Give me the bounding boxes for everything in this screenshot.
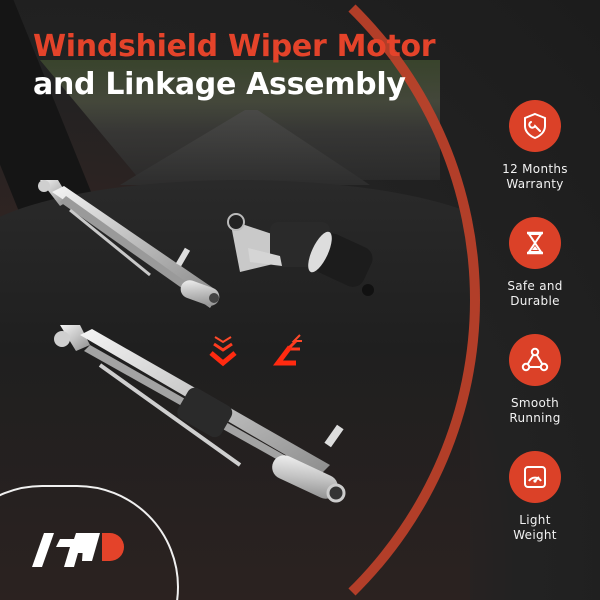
feature-smooth-running: Smooth Running bbox=[488, 334, 582, 451]
chevrons-down-icon bbox=[209, 336, 237, 367]
feature-label-line2: Running bbox=[509, 411, 561, 425]
brand-logo bbox=[32, 533, 124, 567]
wiper-motor-image bbox=[227, 213, 374, 296]
feature-label-line2: Durable bbox=[510, 294, 560, 308]
feature-badge bbox=[509, 100, 561, 152]
feature-safe-durable: Safe and Durable bbox=[488, 217, 582, 334]
shield-wrench-icon bbox=[524, 112, 546, 140]
feature-label-line2: Weight bbox=[513, 528, 557, 542]
feature-warranty: 12 Months Warranty bbox=[488, 100, 582, 217]
feature-label: Safe and Durable bbox=[507, 279, 562, 309]
feature-label: Light Weight bbox=[513, 513, 557, 543]
feature-label-line1: Safe and bbox=[507, 279, 563, 293]
title-line-1: Windshield Wiper Motor bbox=[33, 29, 436, 64]
feature-label: 12 Months Warranty bbox=[502, 162, 568, 192]
hourglass-icon bbox=[527, 231, 543, 255]
feature-light-weight: Light Weight bbox=[488, 451, 582, 568]
feature-label-line1: Light bbox=[519, 513, 551, 527]
feature-label-line1: 12 Months bbox=[502, 162, 568, 176]
page-title: Windshield Wiper Motor and Linkage Assem… bbox=[33, 28, 436, 104]
feature-badge bbox=[509, 451, 561, 503]
feature-label-line1: Smooth bbox=[510, 396, 560, 410]
feature-badge bbox=[509, 334, 561, 386]
wiper-linkage-image bbox=[38, 180, 220, 308]
feature-label: Smooth Running bbox=[509, 396, 560, 426]
features-list: 12 Months Warranty Safe and Durable bbox=[488, 100, 582, 568]
feature-badge bbox=[509, 217, 561, 269]
gauge-icon bbox=[524, 466, 546, 488]
accent-arc bbox=[470, 0, 480, 600]
feature-label-line2: Warranty bbox=[506, 177, 564, 191]
triangle-nodes-icon bbox=[521, 347, 549, 372]
assembled-wiper-assembly-image bbox=[54, 325, 346, 503]
chevrons-down-left-icon bbox=[273, 334, 302, 366]
title-line-2: and Linkage Assembly bbox=[33, 67, 406, 102]
